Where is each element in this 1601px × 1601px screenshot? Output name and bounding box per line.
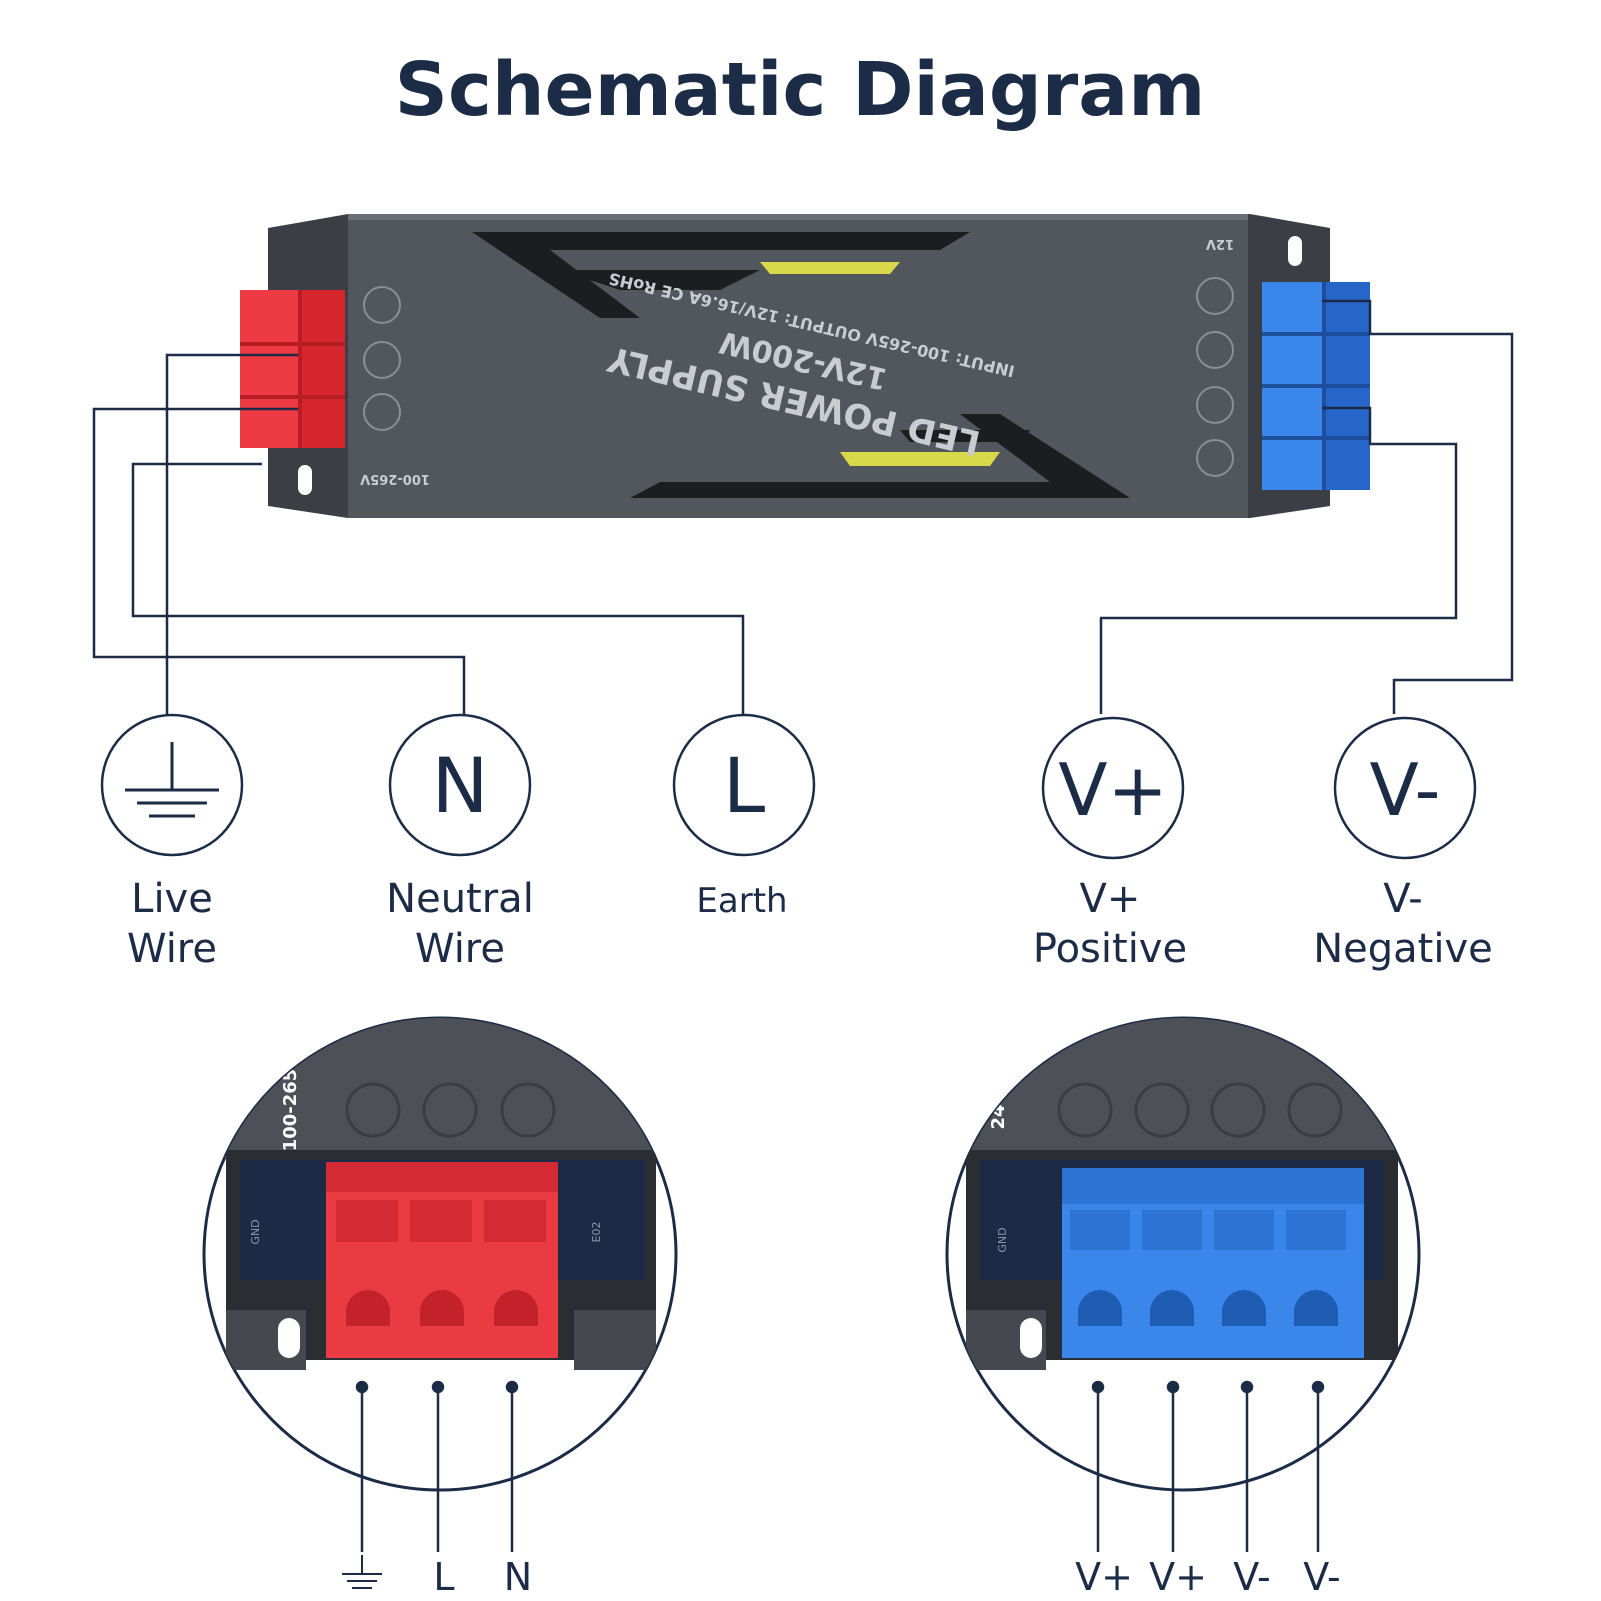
terminal-symbol-n: N <box>432 741 489 830</box>
terminal-earth-circle <box>100 713 244 857</box>
wire-earth <box>131 462 745 714</box>
input-terminal-block <box>240 290 345 448</box>
closeup-output-connector: 24V GND V+ V+ V- V- <box>945 1016 1421 1599</box>
label-vplus-1: V+ <box>1080 876 1141 922</box>
closeup-right-label-3: V- <box>1233 1555 1270 1599</box>
terminal-vplus-circle: V+ <box>1041 716 1185 860</box>
label-neutral-1: Neutral <box>386 876 534 922</box>
output-terminal-block <box>1262 282 1370 490</box>
closeup-right-label-2: V+ <box>1149 1555 1207 1599</box>
page-title: Schematic Diagram <box>395 47 1206 133</box>
earth-icon <box>125 742 219 818</box>
label-live-1: Live <box>131 876 213 922</box>
wire-neutral <box>92 407 466 714</box>
terminal-vminus-circle: V- <box>1333 716 1477 860</box>
wire-v-minus <box>1099 406 1458 714</box>
closeup-right-pcb-gnd: GND <box>996 1227 1009 1252</box>
closeup-left-label-n: N <box>504 1555 532 1599</box>
label-vplus-2: Positive <box>1033 926 1187 972</box>
closeup-right-label-4: V- <box>1303 1555 1340 1599</box>
closeup-right-label-1: V+ <box>1075 1555 1133 1599</box>
label-vminus-1: V- <box>1383 876 1422 922</box>
label-neutral-2: Wire <box>415 926 505 972</box>
closeup-left-voltage: 100-265 <box>280 1069 301 1152</box>
wire-v-plus <box>1322 299 1514 714</box>
wiring <box>92 299 1514 714</box>
closeup-left-pcb-gnd: GND <box>249 1219 262 1244</box>
closeup-left-label-l: L <box>433 1555 454 1599</box>
earth-icon <box>342 1555 382 1589</box>
wire-live <box>165 353 298 714</box>
terminal-symbol-l: L <box>723 741 765 830</box>
power-supply-unit: LED POWER SUPPLY 12V-200W INPUT: 100-265… <box>268 214 1330 518</box>
terminal-symbol-vminus: V- <box>1369 748 1440 832</box>
label-vminus-2: Negative <box>1313 926 1493 972</box>
terminal-live-circle: L <box>672 713 816 857</box>
psu-output-voltage: 12V <box>1206 236 1234 251</box>
closeup-input-connector: 100-265 GND E02 L N <box>202 1016 678 1599</box>
terminal-symbol-vplus: V+ <box>1058 748 1168 832</box>
psu-input-voltage: 100-265V <box>360 471 430 486</box>
label-live-2: Wire <box>127 926 217 972</box>
closeup-left-pcb-e02: E02 <box>590 1222 603 1243</box>
terminal-neutral-circle: N <box>388 713 532 857</box>
label-earth: Earth <box>696 881 787 921</box>
